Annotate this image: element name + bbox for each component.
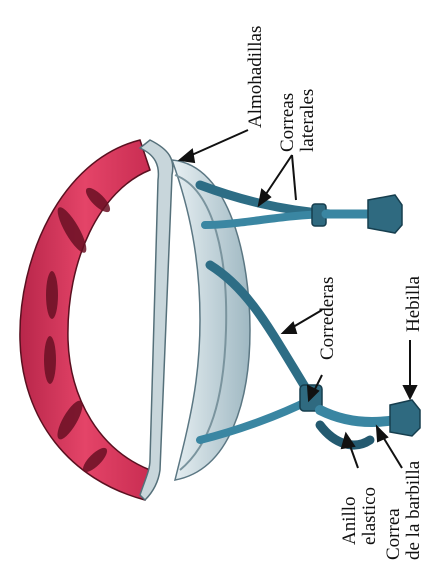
label-correas-laterales: Correas laterales <box>278 89 318 152</box>
label-almohadillas: Almohadillas <box>246 26 266 128</box>
label-anillo-elastico: Anillo elastico <box>340 487 380 545</box>
helmet-rim <box>140 140 173 500</box>
helmet-shell <box>20 140 150 500</box>
label-correderas: Correderas <box>318 277 338 360</box>
chin-strap <box>320 410 395 422</box>
label-hebilla: Hebilla <box>404 276 424 332</box>
label-correa-barbilla: Correa de la barbilla <box>384 461 424 560</box>
lower-buckle <box>390 400 420 436</box>
upper-buckle <box>368 195 402 233</box>
